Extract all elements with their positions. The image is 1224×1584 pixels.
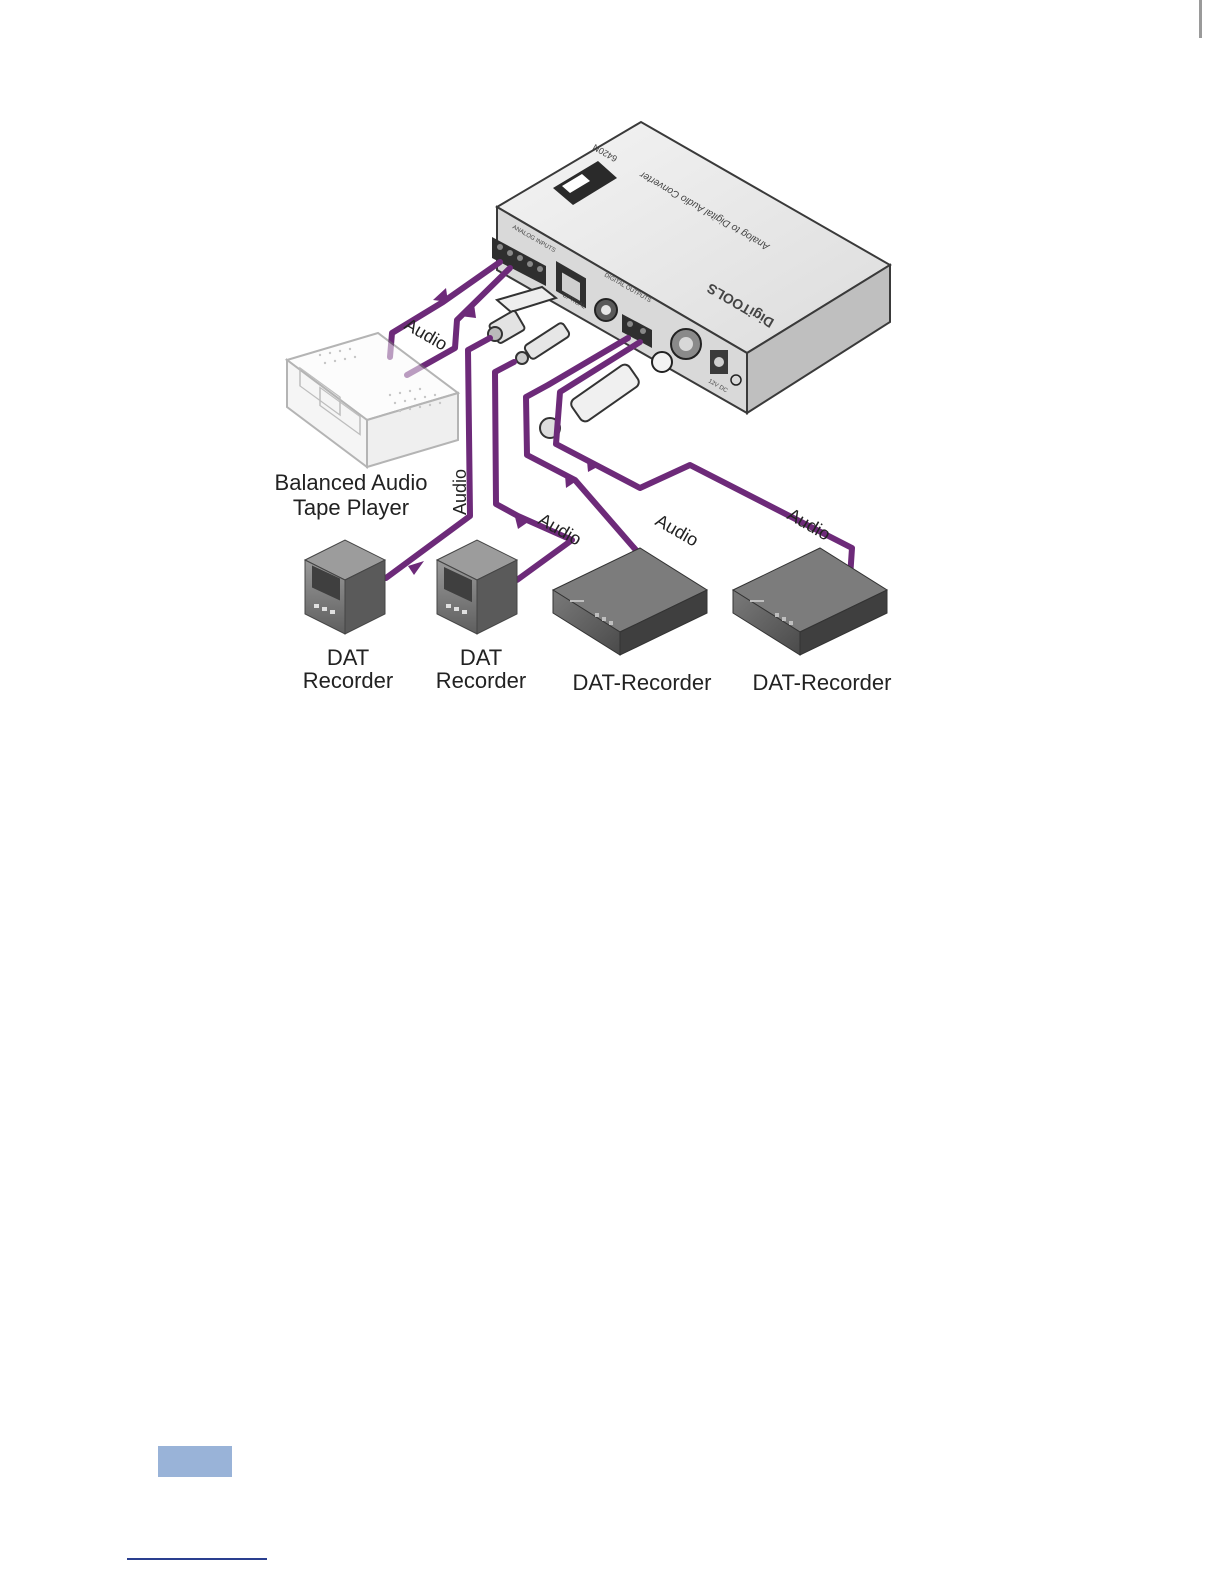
recorder-4-label: DAT-Recorder	[753, 670, 892, 695]
recorder-2-label-line1: DAT	[460, 645, 502, 670]
tape-player-label-line1: Balanced Audio	[275, 470, 428, 495]
recorder-2-label-line2: Recorder	[436, 668, 526, 693]
page-number-tab	[158, 1446, 232, 1477]
dat-recorder-3	[553, 548, 707, 655]
cable-out-4-audio-label: Audio	[784, 504, 834, 544]
arrow-icon	[433, 288, 448, 302]
cable-out-1-audio-label: Audio	[450, 469, 470, 515]
connection-diagram: 6420N Analog to Digital Audio Converter …	[0, 0, 1224, 720]
tape-player-label-line2: Tape Player	[293, 495, 409, 520]
recorder-1-label-line1: DAT	[327, 645, 369, 670]
recorder-1-label-line2: Recorder	[303, 668, 393, 693]
cable-input-audio-label: Audio	[401, 314, 451, 354]
recorder-3-label: DAT-Recorder	[573, 670, 712, 695]
digital-out-jack	[595, 299, 617, 321]
dat-recorder-2	[437, 540, 517, 634]
dat-recorder-4	[733, 548, 887, 655]
converter-device: 6420N Analog to Digital Audio Converter …	[492, 122, 890, 413]
cable-out-2-audio-label: Audio	[535, 509, 585, 549]
cable-out-3-audio-label: Audio	[652, 510, 702, 550]
tape-player	[287, 333, 458, 467]
footer-rule	[127, 1558, 267, 1560]
dat-recorder-1	[305, 540, 385, 634]
power-jack	[710, 350, 728, 374]
